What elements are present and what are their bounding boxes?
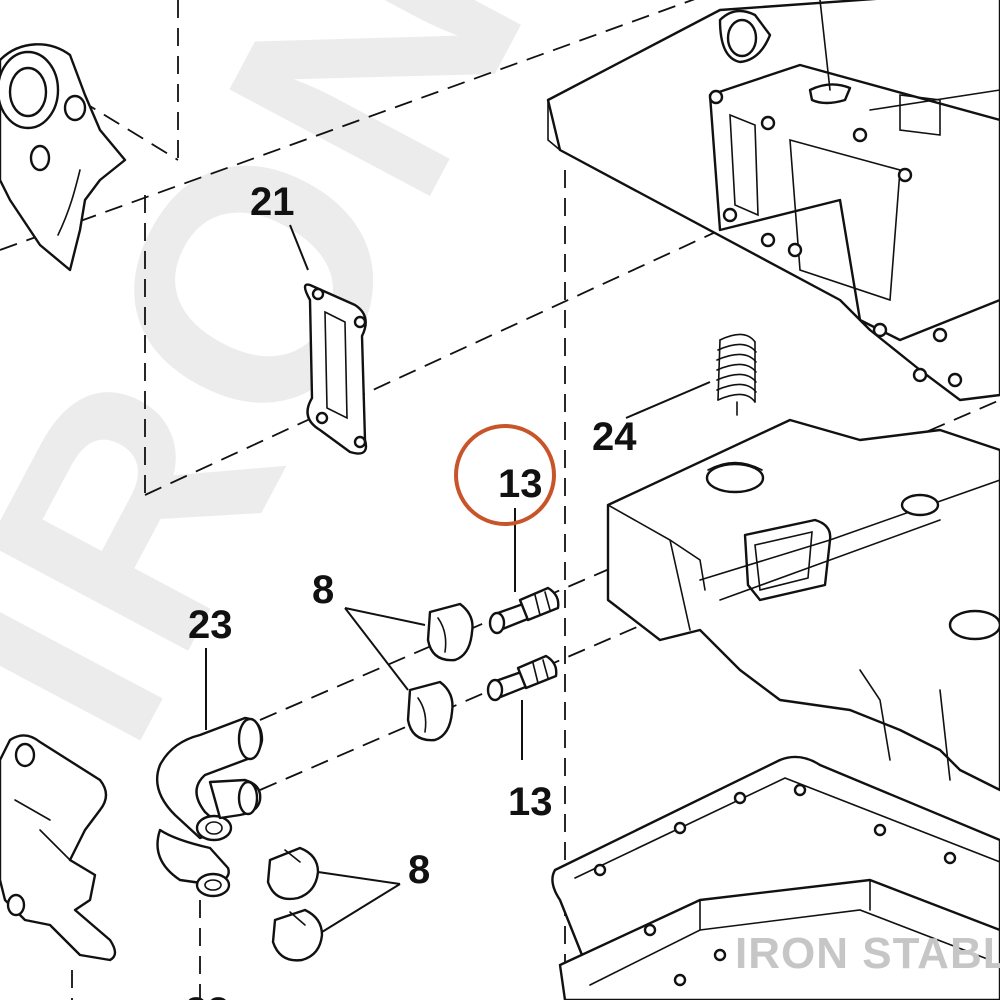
callout-23-top: 23 [188, 603, 233, 647]
callout-13-bottom: 13 [508, 780, 553, 824]
hose-fittings [486, 586, 560, 702]
callout-8-left: 8 [312, 568, 334, 612]
callout-13-top: 13 [498, 462, 543, 506]
highlight-circle-13 [454, 424, 556, 526]
elbow-housing [0, 43, 127, 272]
spring-24 [716, 333, 757, 416]
corner-watermark: IRON STABLE [735, 929, 1000, 978]
callout-21: 21 [250, 180, 295, 224]
lower-housing [606, 418, 1000, 792]
callout-8-right: 8 [408, 848, 430, 892]
callout-24: 24 [592, 415, 637, 459]
callout-23-bottom: 23 [185, 990, 230, 1000]
oil-pan-gasket [551, 755, 1000, 1000]
hose-clamps [266, 602, 474, 962]
mounting-bracket [0, 734, 117, 962]
gasket-21 [303, 283, 368, 455]
crankcase-housing [546, 0, 1000, 402]
hose-23 [155, 716, 264, 898]
